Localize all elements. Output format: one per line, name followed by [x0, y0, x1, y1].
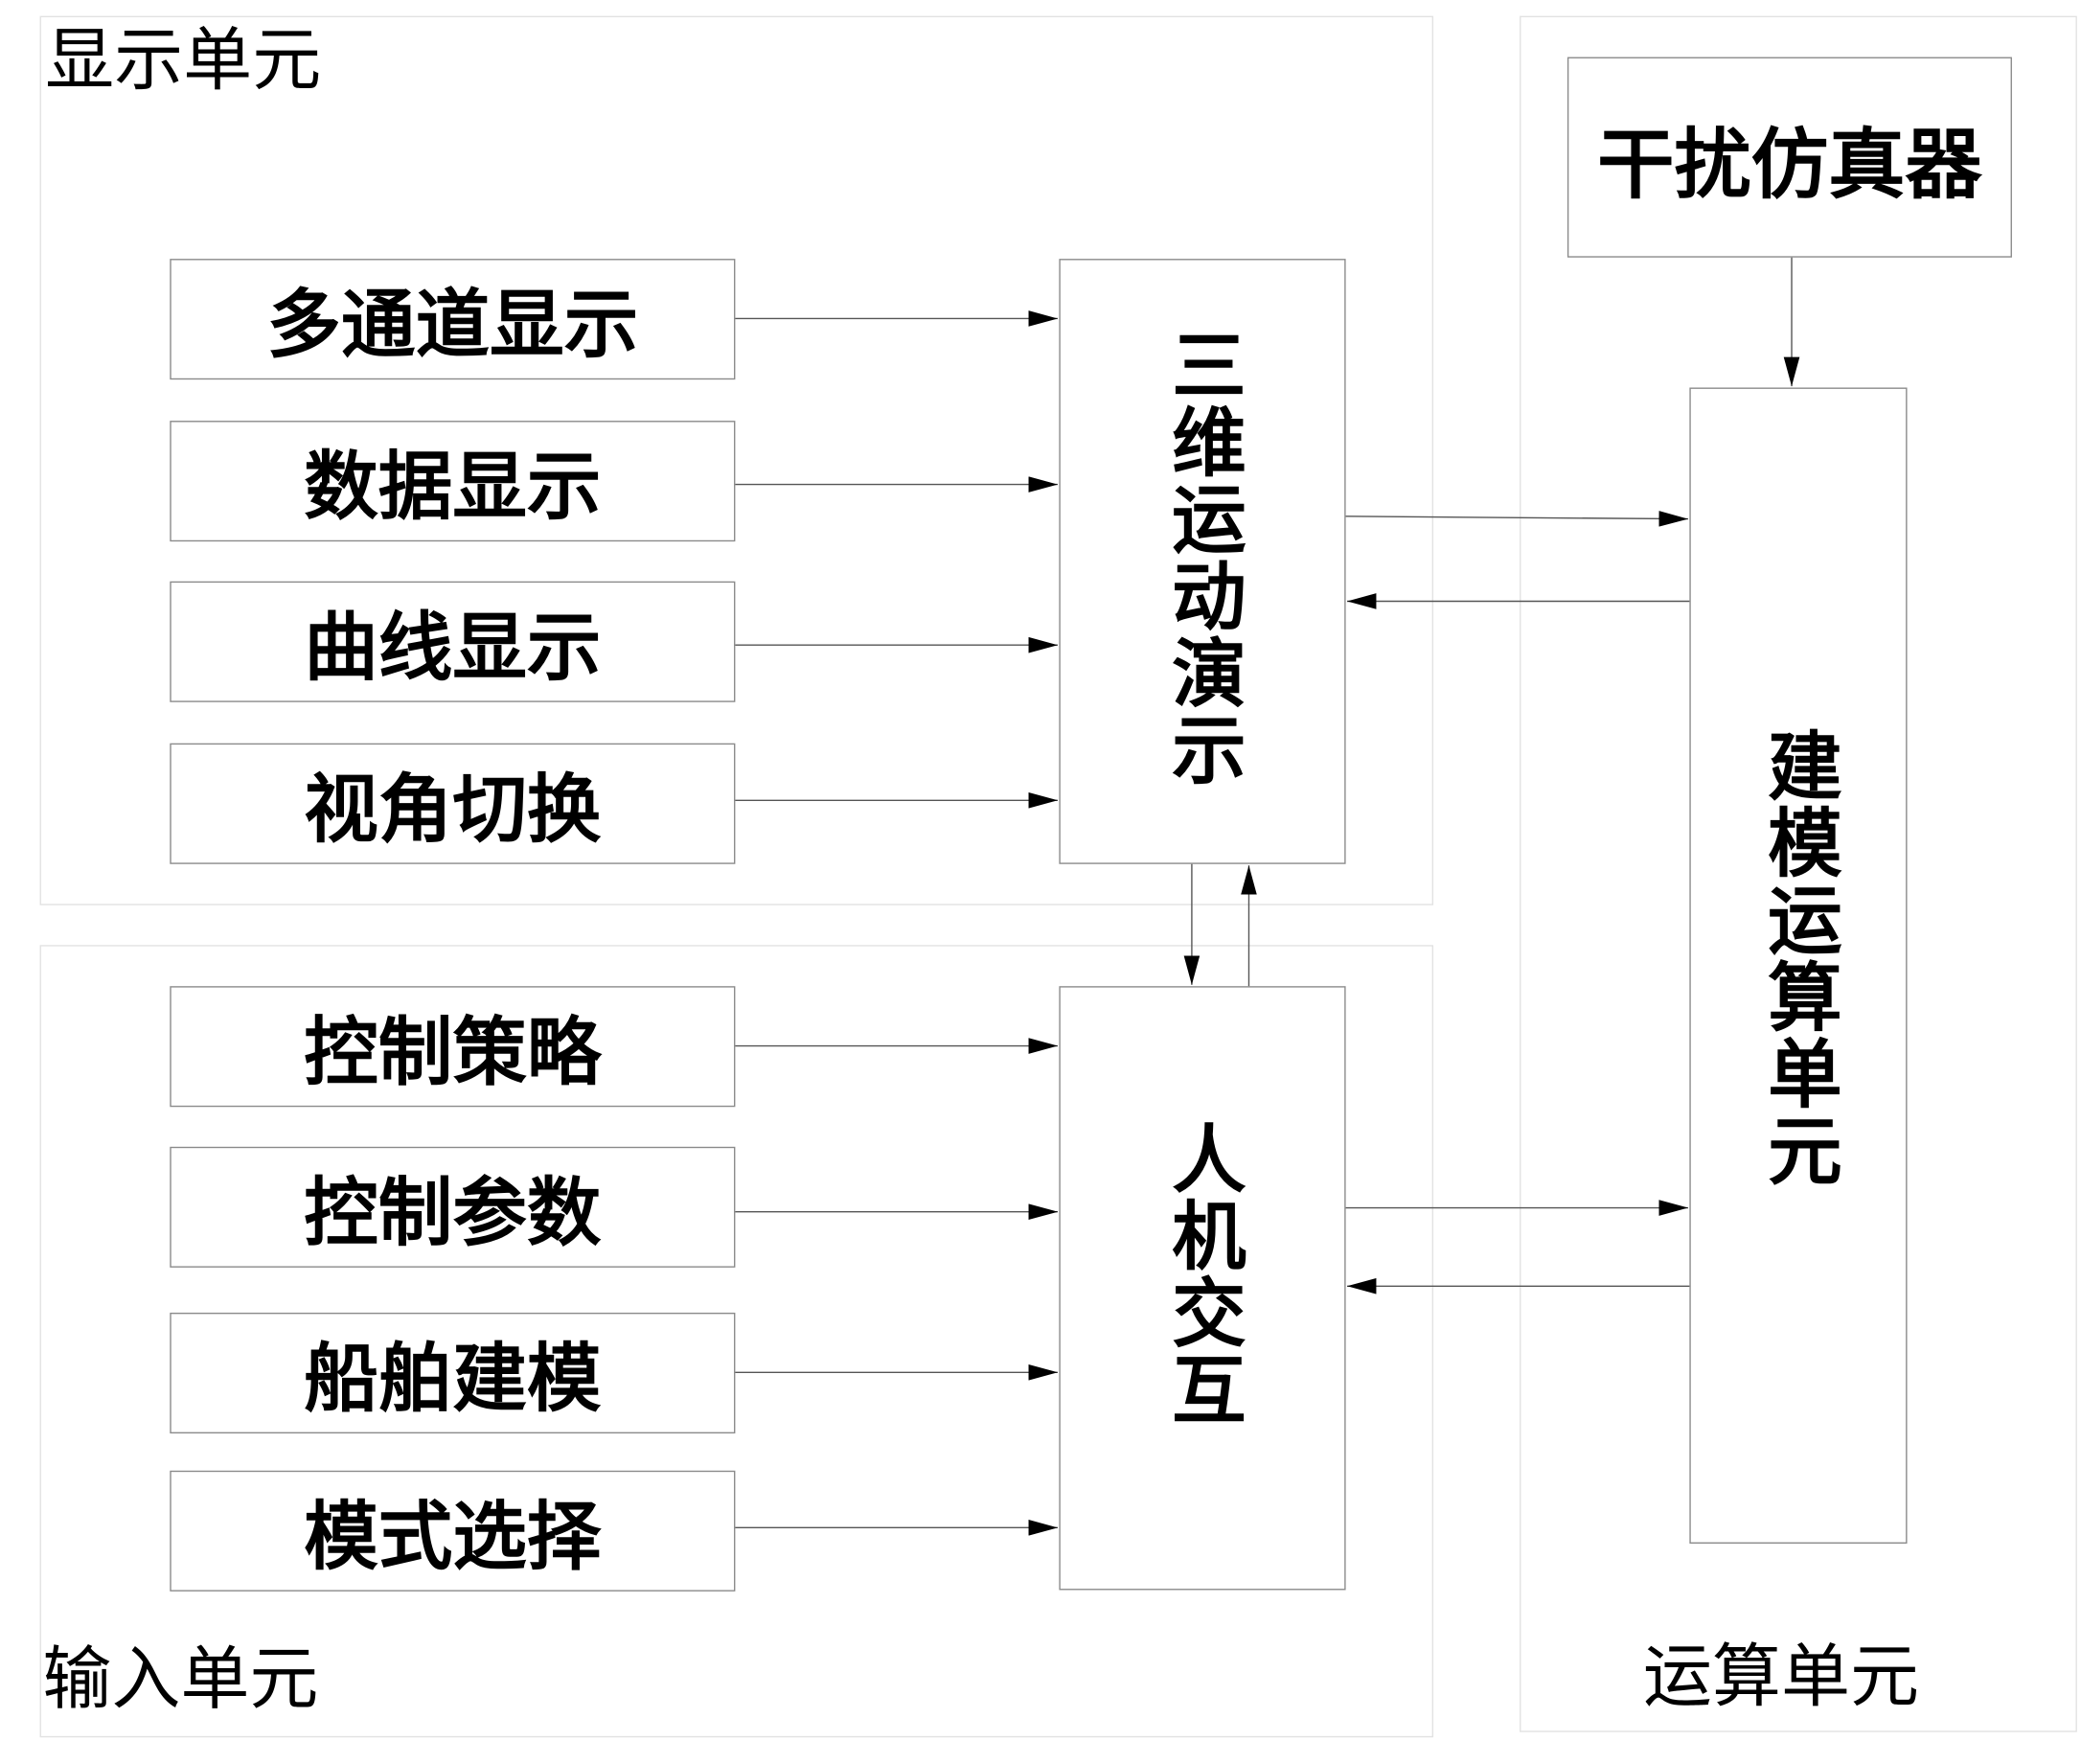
3d-motion-demo-box: 三维运动演示	[1059, 259, 1346, 864]
display-item-curve: 曲线显示	[170, 581, 736, 702]
compute-unit-region	[1520, 15, 2077, 1732]
input-item-control-strategy: 控制策略	[170, 986, 736, 1108]
input-unit-region	[39, 945, 1434, 1738]
display-item-data: 数据显示	[170, 421, 736, 542]
3d-motion-demo-label: 三维运动演示	[1158, 326, 1246, 789]
display-item-view-switch: 视角切换	[170, 743, 736, 864]
modeling-compute-label: 建模运算单元	[1754, 727, 1841, 1190]
display-unit-region	[39, 15, 1434, 905]
input-item-ship-modeling: 船舶建模	[170, 1312, 736, 1434]
input-item-mode-select: 模式选择	[170, 1470, 736, 1592]
hmi-box: 人机交互	[1059, 986, 1346, 1591]
display-item-multichannel: 多通道显示	[170, 259, 736, 380]
disturbance-simulator-box: 干扰仿真器	[1566, 57, 2012, 258]
input-unit-label: 输入单元	[42, 1640, 319, 1721]
display-unit-label: 显示单元	[45, 21, 322, 102]
input-item-control-params: 控制参数	[170, 1146, 736, 1268]
modeling-compute-box: 建模运算单元	[1689, 387, 1908, 1544]
arrow-3d-to-modeling	[1345, 511, 1688, 527]
compute-unit-label: 运算单元	[1642, 1638, 1920, 1718]
hmi-label: 人机交互	[1158, 1120, 1246, 1429]
